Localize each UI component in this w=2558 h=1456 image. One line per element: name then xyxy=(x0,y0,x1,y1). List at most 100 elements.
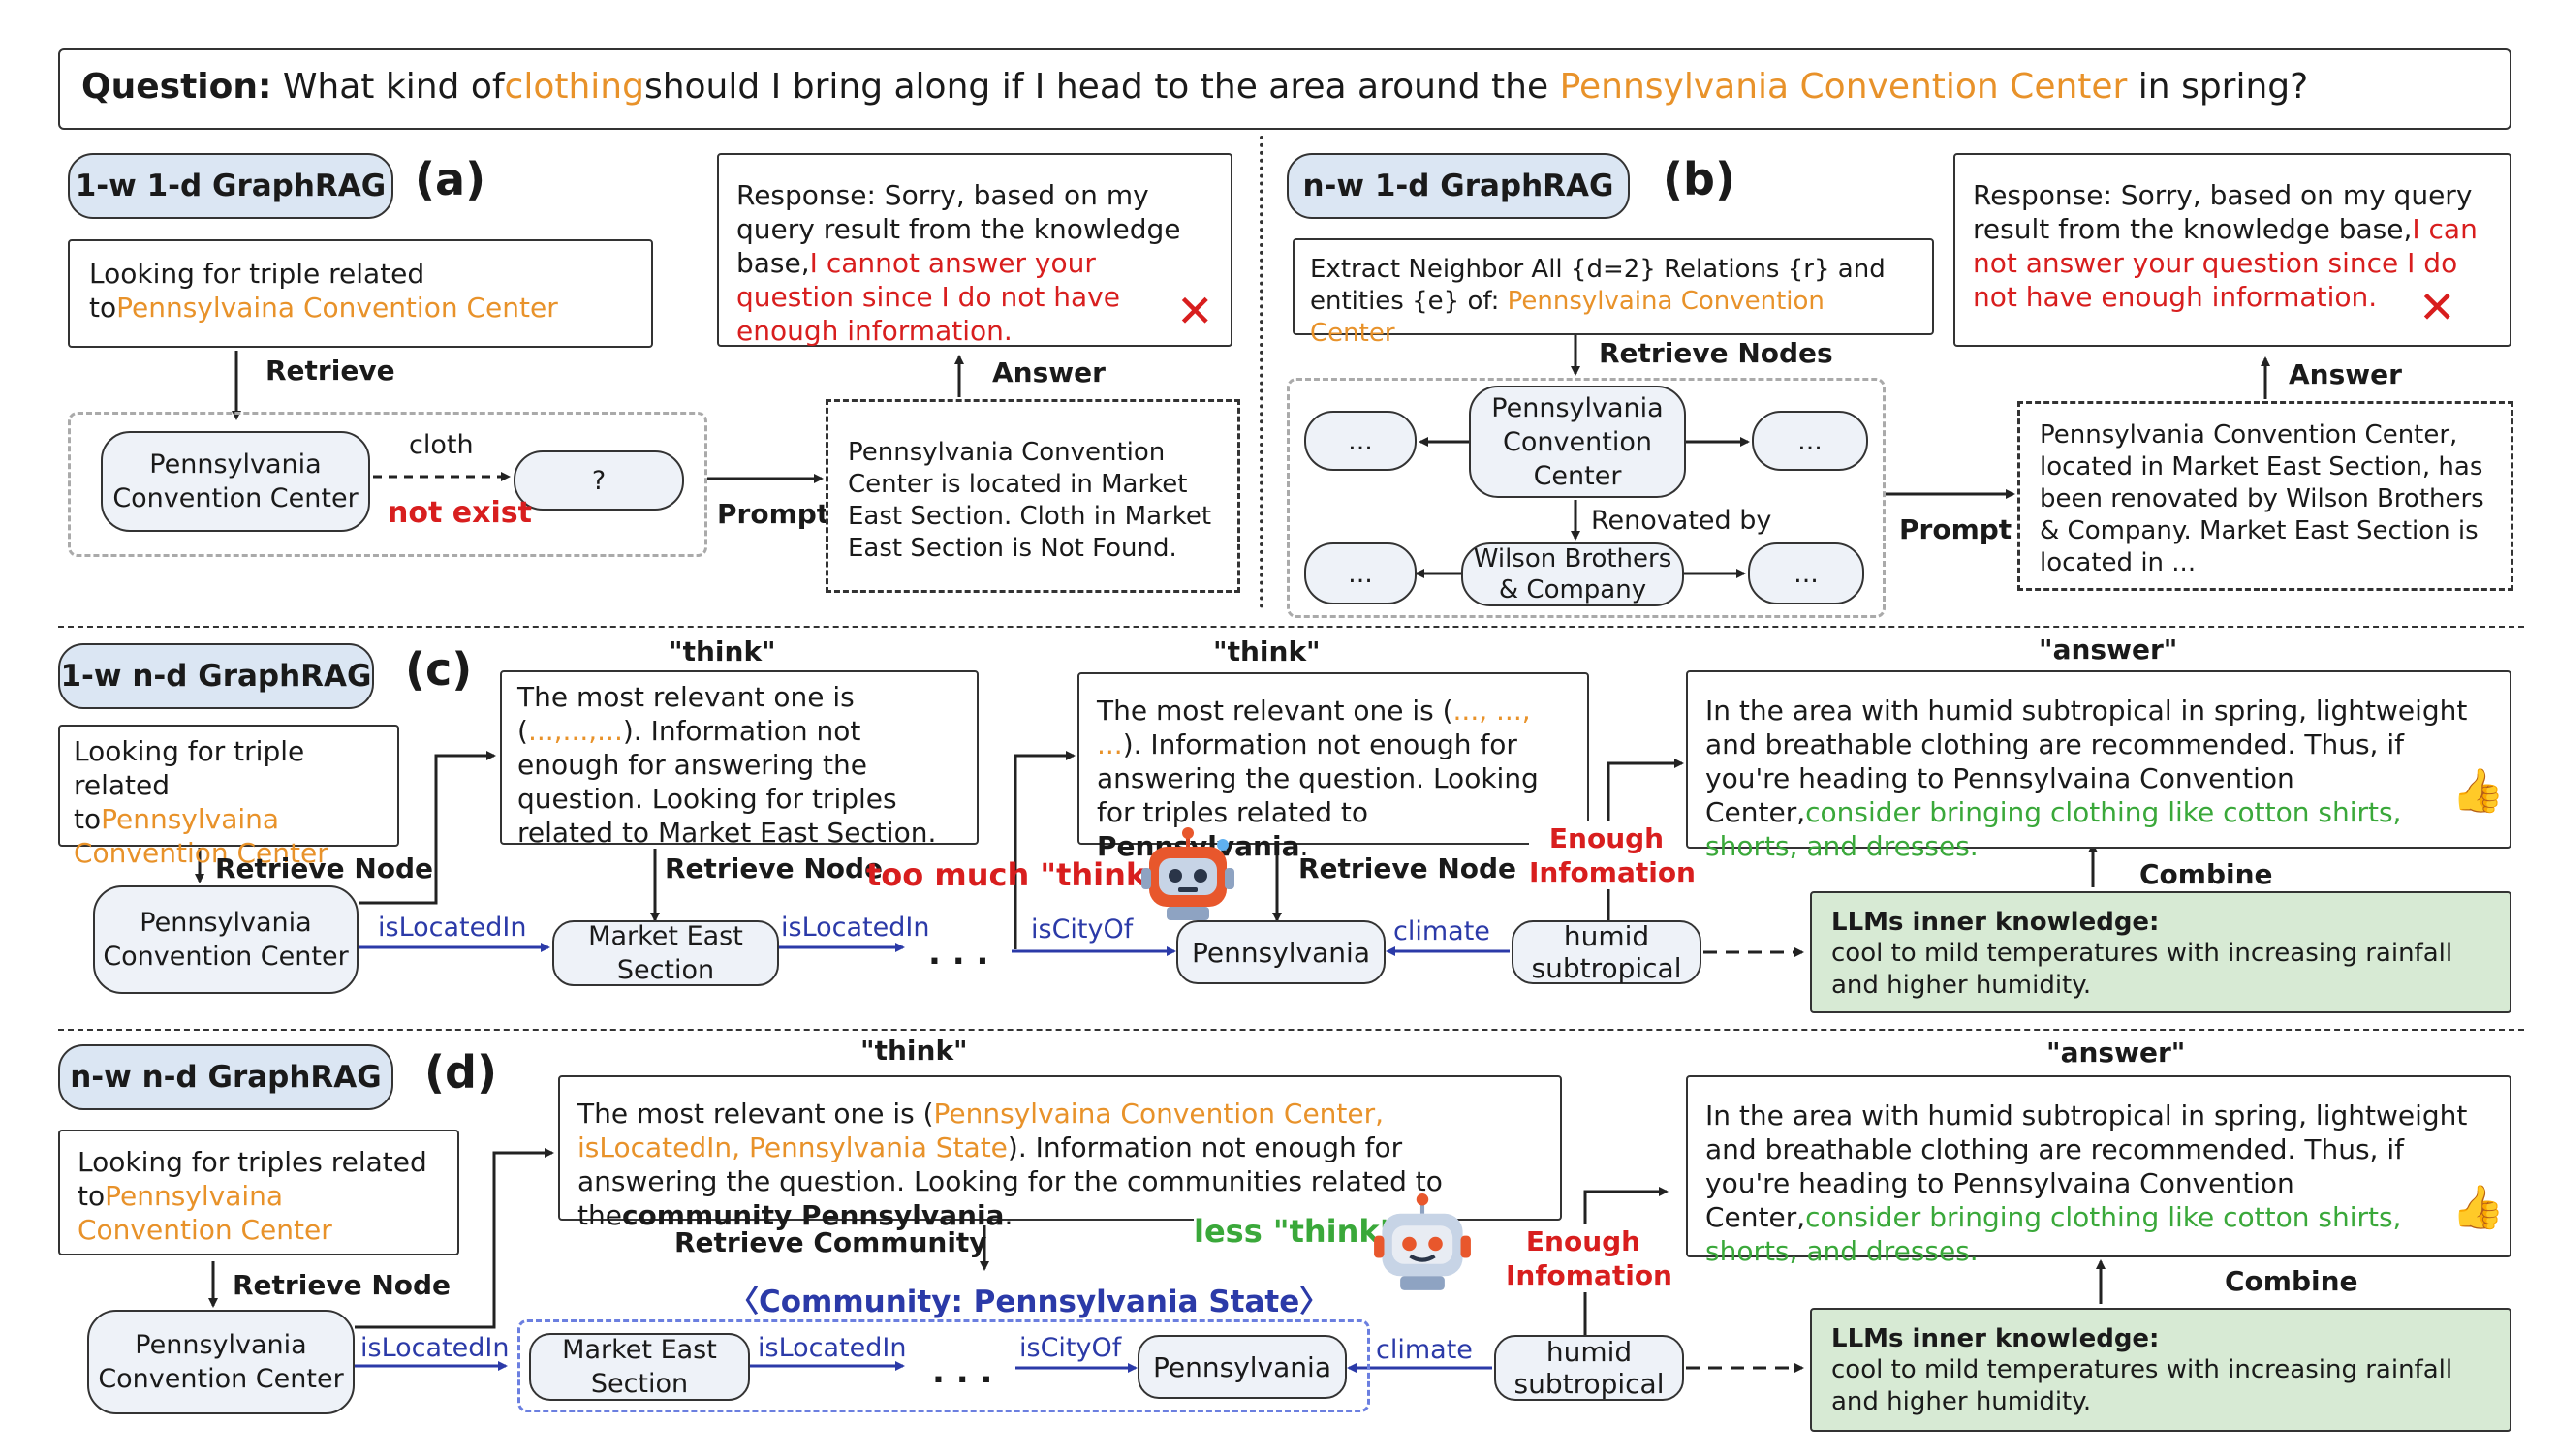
panel-d-node-convention-center: Pennsylvania Convention Center xyxy=(87,1310,355,1414)
panel-a-tag: (a) xyxy=(415,153,486,205)
panel-b-node-wilson: Wilson Brothers & Company xyxy=(1461,542,1684,606)
panel-a-response-failure: I cannot answer your question since I do… xyxy=(736,247,1120,347)
panel-c-node-humid: humid subtropical xyxy=(1512,920,1701,984)
panel-c-llm-title: LLMs inner knowledge: xyxy=(1831,908,2160,937)
panel-d-tag: (d) xyxy=(424,1046,497,1099)
panel-a-node-convention-center: Pennsylvania Convention Center xyxy=(101,431,370,532)
panel-b-node-dots-left-bottom: ... xyxy=(1304,542,1417,604)
panel-c-think-box-2: The most relevant one is (..., ..., ...)… xyxy=(1077,672,1589,862)
panel-b-node-dots-left-top: ... xyxy=(1304,411,1417,471)
panel-d-answer-text: In the area with humid subtropical in sp… xyxy=(1705,1100,2468,1233)
panel-b-query-text: Extract Neighbor All {d=2} Relations {r}… xyxy=(1310,255,1886,316)
panel-c-llm-text: cool to mild temperatures with increasin… xyxy=(1831,939,2453,1000)
panel-d-answer-recommendation: consider bringing clothing like cotton s… xyxy=(1705,1201,2402,1267)
panel-d-think-e: . xyxy=(1004,1199,1014,1231)
panel-d-node-humid: humid subtropical xyxy=(1494,1335,1684,1401)
panel-c-edge-climate: climate xyxy=(1393,916,1490,946)
panel-c-enough-info: Enough Infomation xyxy=(1529,821,1696,889)
separator-c-d xyxy=(58,1029,2524,1031)
question-highlight-clothing: clothing xyxy=(504,67,644,107)
panel-b-response-box: Response: Sorry, based on my query resul… xyxy=(1953,153,2511,347)
panel-a-retrieve-label: Retrieve xyxy=(265,355,395,387)
panel-c-node-market-east: Market East Section xyxy=(552,920,779,986)
panel-a-not-exist: not exist xyxy=(388,496,532,530)
panel-d-answer-box: In the area with humid subtropical in sp… xyxy=(1686,1075,2511,1267)
panel-b-query-entity: Pennsylvaina Convention Center xyxy=(1310,287,1825,348)
panel-c-dots: . . . xyxy=(928,934,989,973)
panel-b-prompt-label: Prompt xyxy=(1899,513,2012,545)
panel-c-node-pennsylvania: Pennsylvania xyxy=(1176,920,1386,984)
panel-c-think-label-2: "think" xyxy=(1213,635,1321,667)
separator-ab-c xyxy=(58,626,2524,628)
panel-d-community-region xyxy=(517,1319,1370,1412)
panel-b-tag: (b) xyxy=(1663,153,1735,205)
panel-b-graph-region xyxy=(1287,378,1886,618)
panel-a-context-box: Pennsylvania Convention Center is locate… xyxy=(826,399,1240,593)
panel-c-retrieve-node-1: Retrieve Node xyxy=(215,852,434,884)
panel-a-title-pill: 1-w 1-d GraphRAG xyxy=(68,153,393,219)
panel-b-retrieve-label: Retrieve Nodes xyxy=(1599,337,1833,369)
panel-d-query-entity: Pennsylvaina Convention Center xyxy=(78,1180,332,1246)
question-label: Question: xyxy=(81,67,272,107)
panel-d-edge-iscityof: isCityOf xyxy=(1019,1333,1122,1363)
panel-a-response-box: Response: Sorry, based on my query resul… xyxy=(717,153,1232,347)
panel-d-node-market-east: Market East Section xyxy=(529,1333,750,1401)
panel-c-retrieve-node-3: Retrieve Node xyxy=(1298,852,1517,884)
panel-c-answer-text: In the area with humid subtropical in sp… xyxy=(1705,695,2468,828)
panel-c-think-label-1: "think" xyxy=(669,635,776,667)
panel-d-thumbs-up-icon: 👍 xyxy=(2451,1183,2505,1232)
panel-c-edge-iscityof: isCityOf xyxy=(1031,914,1134,945)
panel-d-think-c: ). Information not enough for answering … xyxy=(577,1131,1443,1231)
panel-c-llm-knowledge-box: LLMs inner knowledge: cool to mild tempe… xyxy=(1810,891,2511,1013)
panel-d-llm-text: cool to mild temperatures with increasin… xyxy=(1831,1355,2453,1416)
panel-a-query-text: Looking for triple related to xyxy=(89,258,425,324)
panel-b-context-box: Pennsylvania Convention Center, located … xyxy=(2017,401,2513,591)
panel-c-combine-label: Combine xyxy=(2139,858,2273,890)
panel-a-prompt-label: Prompt xyxy=(717,498,830,530)
robot-icon-overthinking xyxy=(1139,827,1236,924)
panel-d-answer-label: "answer" xyxy=(2046,1037,2186,1069)
panel-c-thumbs-up-icon: 👍 xyxy=(2451,766,2505,816)
panel-c-edge-islocatedin-1: isLocatedIn xyxy=(378,913,527,943)
panel-b-answer-label: Answer xyxy=(2289,358,2402,390)
panel-c-think1-b: ...,...,... xyxy=(527,715,623,747)
panel-c-retrieve-node-2: Retrieve Node xyxy=(665,852,884,884)
panel-c-query-text: Looking for triple related to xyxy=(74,735,305,835)
question-box: Question: What kind ofclothingshould I b… xyxy=(58,48,2511,130)
panel-d-edge-islocatedin-1: isLocatedIn xyxy=(360,1333,510,1363)
panel-d-community-label: 〈Community: Pennsylvania State〉 xyxy=(729,1285,1330,1319)
panel-c-query-entity: Pennsylvaina Convention Center xyxy=(74,803,328,869)
panel-a-query-entity: Pennsylvaina Convention Center xyxy=(116,292,558,324)
panel-c-think2-e: . xyxy=(1299,830,1309,862)
panel-c-query-box: Looking for triple related toPennsylvain… xyxy=(58,725,399,869)
panel-d-combine-label: Combine xyxy=(2225,1265,2358,1297)
panel-c-think2-b: ..., ..., ... xyxy=(1097,695,1531,760)
panel-c-too-much-think: too much "think" xyxy=(866,856,1163,893)
panel-d-title-pill: n-w n-d GraphRAG xyxy=(58,1044,393,1110)
question-text-1: What kind of xyxy=(271,67,505,107)
panel-b-edge-renovated-by: Renovated by xyxy=(1591,506,1772,536)
panel-b-cross-icon: ✕ xyxy=(2418,281,2456,333)
panel-b-node-dots-right-bottom: ... xyxy=(1748,542,1864,604)
panel-c-node-convention-center: Pennsylvania Convention Center xyxy=(93,885,359,994)
panel-a-graph-region xyxy=(68,412,707,557)
panel-a-cross-icon: ✕ xyxy=(1176,285,1214,337)
panel-d-think-b: Pennsylvaina Convention Center, isLocate… xyxy=(577,1098,1385,1163)
panel-d-query-box: Looking for triples related toPennsylvai… xyxy=(58,1130,459,1255)
panel-c-think1-c: ). Information not enough for answering … xyxy=(517,715,937,849)
question-text-3: in spring? xyxy=(2127,67,2309,107)
panel-d-node-pennsylvania: Pennsylvania xyxy=(1138,1335,1347,1399)
panel-c-edge-islocatedin-2: isLocatedIn xyxy=(781,913,930,943)
panel-d-think-a: The most relevant one is ( xyxy=(577,1098,934,1130)
separator-vertical xyxy=(1260,136,1263,608)
panel-d-edge-islocatedin-2: isLocatedIn xyxy=(758,1333,907,1363)
panel-b-node-dots-right-top: ... xyxy=(1752,411,1868,471)
panel-d-enough-info: Enough Infomation xyxy=(1506,1224,1672,1292)
question-text-2: should I bring along if I head to the ar… xyxy=(643,67,1560,107)
panel-d-retrieve-node: Retrieve Node xyxy=(233,1269,452,1301)
panel-d-think-box: The most relevant one is (Pennsylvaina C… xyxy=(558,1075,1562,1231)
panel-a-edge-cloth: cloth xyxy=(409,430,474,460)
panel-d-retrieve-community: Retrieve Community xyxy=(674,1226,987,1258)
panel-d-dots: . . . xyxy=(932,1352,993,1391)
panel-d-llm-title: LLMs inner knowledge: xyxy=(1831,1324,2160,1353)
